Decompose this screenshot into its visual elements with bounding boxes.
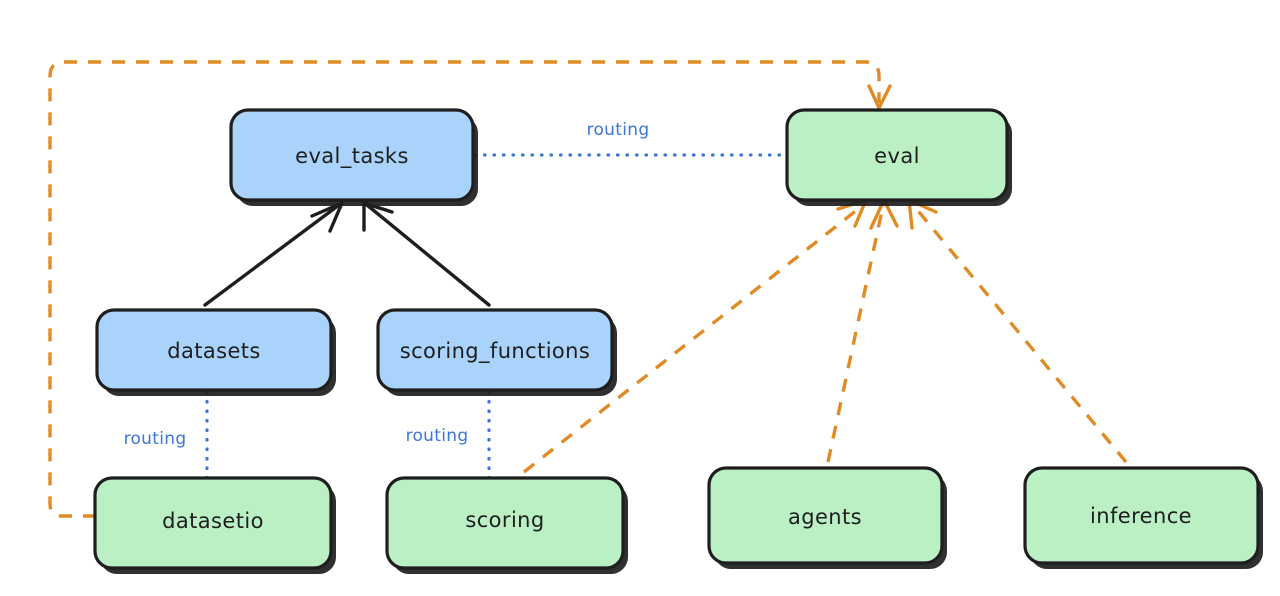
node-scoring-label: scoring: [465, 508, 544, 532]
node-layer: eval_tasks eval datasets scoring_functio…: [95, 110, 1263, 574]
edge-label-routing-scoring_functions-scoring: routing: [406, 426, 469, 446]
node-inference-body: [1025, 468, 1258, 563]
node-scoring-body: [387, 478, 623, 568]
node-scoring_functions[interactable]: scoring_functions: [378, 310, 617, 396]
edge-inference-to-eval-line: [912, 204, 1128, 464]
node-scoring_functions-body: [378, 310, 612, 390]
edge-datasets-to-eval_tasks[interactable]: [203, 201, 344, 307]
edge-datasetio-to-eval-arrow: [867, 84, 892, 110]
edge-label-routing-datasets-datasetio: routing: [124, 429, 187, 449]
edge-label-routing-eval_tasks-eval: routing: [587, 120, 650, 140]
node-datasetio-body: [95, 478, 331, 568]
node-scoring[interactable]: scoring: [387, 478, 628, 574]
node-eval[interactable]: eval: [787, 110, 1012, 206]
edge-agents-to-eval[interactable]: [826, 198, 899, 463]
node-datasets[interactable]: datasets: [97, 310, 336, 396]
edge-agents-to-eval-line: [826, 205, 885, 463]
node-datasets-body: [97, 310, 331, 390]
edge-scoring_functions-to-eval_tasks[interactable]: [362, 201, 491, 307]
node-datasetio-label: datasetio: [162, 509, 264, 533]
edge-datasets-to-eval_tasks-line: [203, 203, 341, 307]
edge-scoring_functions-to-eval_tasks-line: [365, 203, 491, 307]
node-eval_tasks-label: eval_tasks: [295, 144, 409, 169]
node-eval_tasks-body: [231, 110, 473, 200]
node-eval-label: eval: [874, 144, 920, 168]
edge-label-layer: routing routing routing: [124, 120, 650, 449]
node-agents-body: [709, 468, 942, 563]
node-eval-body: [787, 110, 1007, 200]
node-eval_tasks[interactable]: eval_tasks: [231, 110, 478, 206]
node-agents-label: agents: [788, 505, 862, 529]
node-scoring_functions-label: scoring_functions: [400, 339, 590, 364]
node-agents[interactable]: agents: [709, 468, 947, 569]
edge-datasetio-to-eval[interactable]: [48, 60, 892, 518]
node-datasets-label: datasets: [167, 339, 261, 363]
node-inference[interactable]: inference: [1025, 468, 1263, 569]
edge-inference-to-eval[interactable]: [907, 198, 1128, 464]
node-datasetio[interactable]: datasetio: [95, 478, 336, 574]
node-inference-label: inference: [1090, 504, 1192, 528]
edge-datasetio-to-eval-line: [48, 60, 881, 518]
